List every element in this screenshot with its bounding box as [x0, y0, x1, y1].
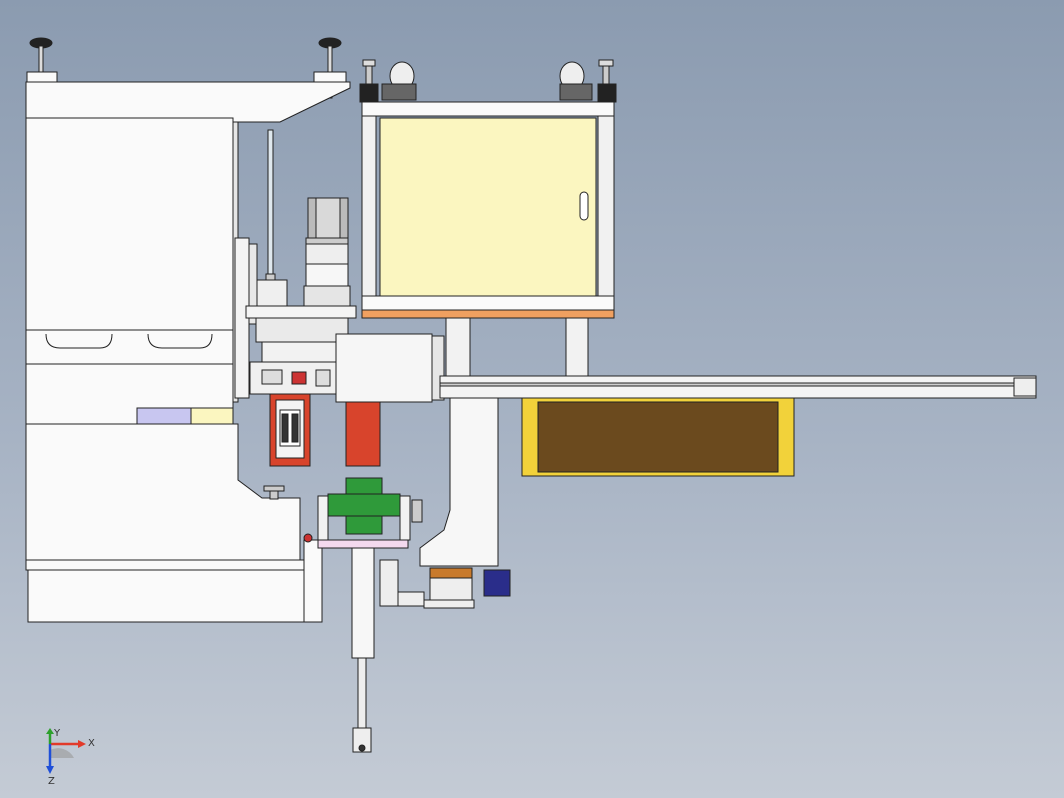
vertical-cylinder: [351, 547, 375, 753]
caster-left: [359, 59, 417, 103]
linear-rail: [439, 375, 1037, 399]
support-column: [565, 317, 589, 377]
support-column: [445, 317, 471, 379]
column-bracket: [234, 237, 288, 399]
vertical-bracket: [419, 397, 499, 567]
caster-right: [559, 59, 617, 103]
cabinet-frame: [361, 101, 615, 319]
axis-x-label: X: [88, 738, 95, 749]
guide-rod: [267, 129, 274, 277]
axis-y-label: Y: [53, 728, 61, 739]
servo-motor: [303, 197, 351, 307]
lower-module: [379, 559, 511, 609]
coordinate-triad: X Y Z: [46, 728, 95, 787]
tray: [521, 397, 795, 477]
left-frame: [25, 81, 351, 623]
green-fixture: [317, 477, 423, 549]
suction-gripper: [269, 393, 311, 467]
actuator-head: [335, 333, 433, 403]
motor-carriage: [245, 305, 357, 395]
red-block: [345, 401, 381, 467]
axis-z-label: Z: [48, 776, 55, 787]
